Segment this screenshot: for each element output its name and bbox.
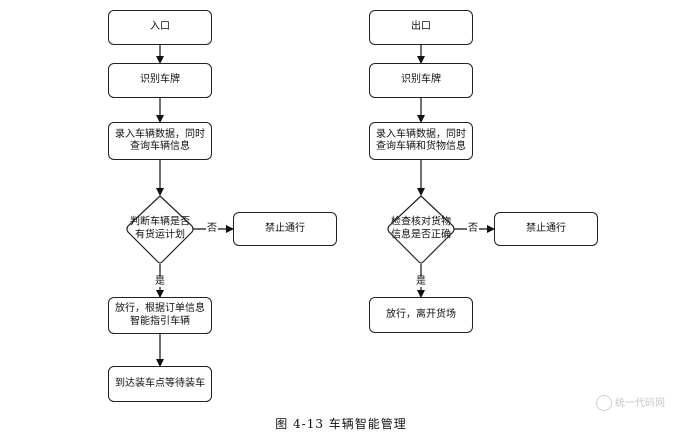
watermark-text: 统一代码网 [615, 398, 665, 409]
node-exit-label: 出口 [411, 21, 431, 33]
node-arrive-label: 到达装车点等待装车 [115, 377, 205, 389]
decision-diamond-right [387, 195, 455, 264]
node-exit: 出口 [369, 10, 473, 45]
node-recognize-left-label: 识别车牌 [140, 74, 180, 86]
node-entry-label: 入口 [150, 21, 170, 33]
node-release-left: 放行，根据订单信息 智能指引车辆 [108, 297, 212, 334]
node-arrive: 到达装车点等待装车 [108, 366, 212, 402]
edge-label-yes-right: 是 [415, 276, 427, 287]
edge-label-no-right: 否 [467, 223, 479, 234]
node-entry: 入口 [108, 10, 212, 45]
node-record-left: 录入车辆数据，同时 查询车辆信息 [108, 122, 212, 160]
decision-left-label: 判断车辆是否 有货运计划 [130, 217, 190, 242]
decision-left-line1: 判断车辆是否 [130, 216, 190, 228]
decision-diamond-left [126, 195, 194, 264]
watermark-logo-icon [596, 395, 612, 411]
decision-right-line1: 检查核对货物 [391, 216, 451, 228]
node-release-right-label: 放行，离开货场 [386, 308, 456, 320]
node-recognize-right-label: 识别车牌 [401, 74, 441, 86]
node-recognize-right: 识别车牌 [369, 63, 473, 98]
node-forbid-right-label: 禁止通行 [526, 222, 566, 234]
decision-left-line2: 有货运计划 [135, 229, 185, 240]
node-record-right-line2: 查询车辆和货物信息 [376, 141, 466, 152]
node-record-right-line1: 录入车辆数据，同时 [376, 128, 466, 140]
node-record-right: 录入车辆数据，同时 查询车辆和货物信息 [369, 122, 473, 160]
figure-caption: 图 4-13 车辆智能管理 [275, 417, 407, 431]
node-forbid-right: 禁止通行 [494, 212, 598, 246]
node-record-left-line2: 查询车辆信息 [130, 141, 190, 152]
node-forbid-left-label: 禁止通行 [265, 222, 305, 234]
edge-label-no-left: 否 [206, 223, 218, 234]
decision-right-line2: 信息是否正确 [391, 229, 451, 240]
node-release-left-line2: 智能指引车辆 [130, 315, 190, 327]
decision-right-label: 检查核对货物 信息是否正确 [391, 217, 451, 242]
node-release-right: 放行，离开货场 [369, 297, 473, 333]
watermark: 统一代码网 [596, 394, 665, 411]
node-record-left-line1: 录入车辆数据，同时 [115, 128, 205, 140]
node-recognize-left: 识别车牌 [108, 63, 212, 98]
node-release-left-line1: 放行，根据订单信息 [115, 303, 205, 314]
edge-label-yes-left: 是 [154, 276, 166, 287]
node-forbid-left: 禁止通行 [233, 212, 337, 246]
